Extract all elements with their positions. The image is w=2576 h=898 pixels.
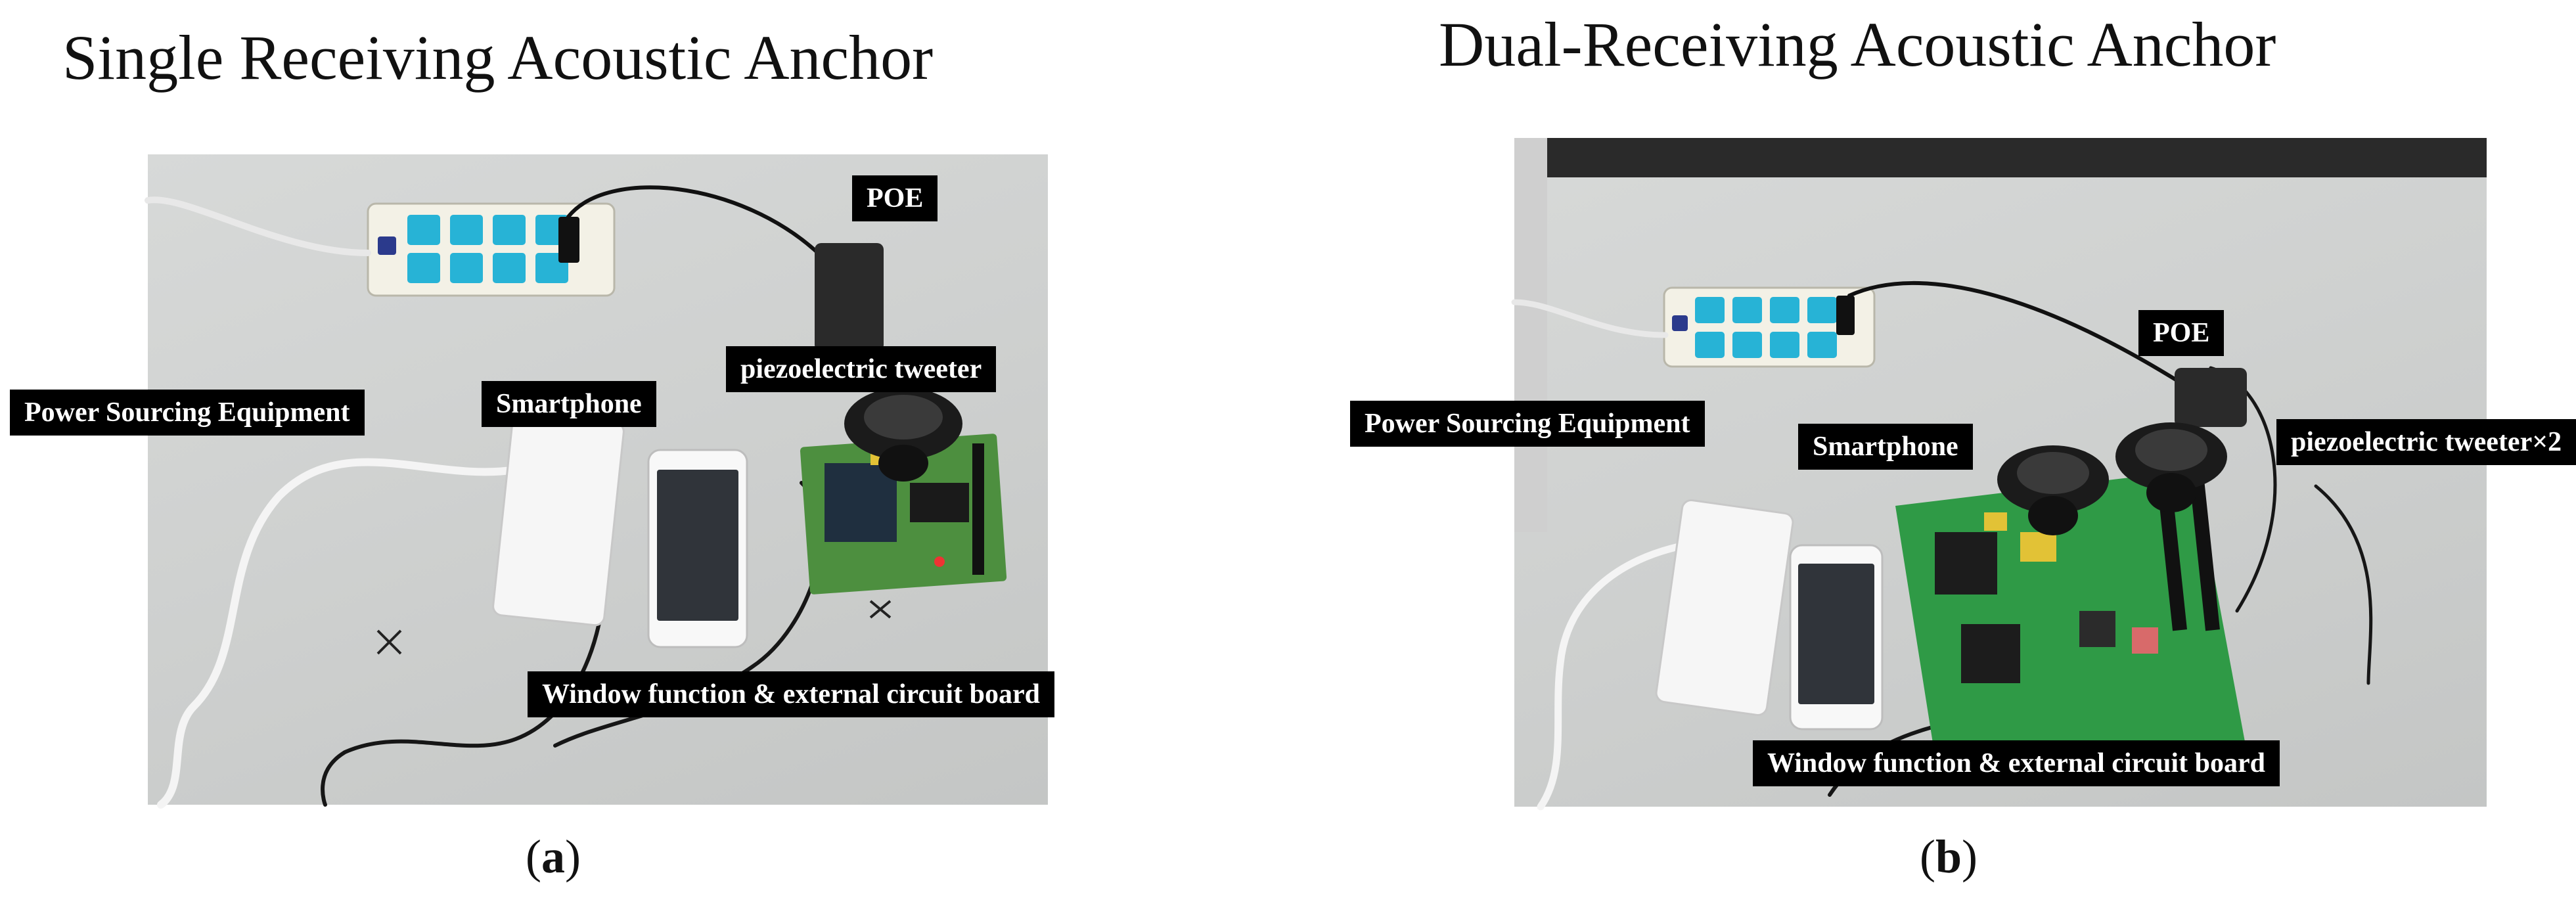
label-tweeter-a: piezoelectric tweeter: [726, 346, 997, 392]
panel-b-caption-letter: b: [1935, 830, 1962, 883]
panel-a-caption: (a): [526, 830, 581, 883]
circuit-board-a: [800, 434, 1007, 595]
smartphone-b: [1789, 544, 1884, 730]
panel-b-scene: [1511, 138, 2487, 811]
panel-a-scene: [145, 185, 1007, 809]
label-poe-b: POE: [2138, 310, 2225, 356]
panel-b-photo: POE piezoelectric tweeter×2 Power Sourci…: [1350, 138, 2576, 811]
panel-a-title: Single Receiving Acoustic Anchor: [62, 22, 934, 93]
label-board-a: Window function & external circuit board: [528, 671, 1054, 717]
panel-a-photo: POE piezoelectric tweeter Power Sourcing…: [10, 154, 1054, 809]
tweeter-a: [844, 388, 962, 482]
panel-b-caption: (b): [1920, 830, 1978, 883]
cables-a: [145, 185, 882, 809]
label-power-b: Power Sourcing Equipment: [1350, 401, 1705, 447]
smartphone-a: [647, 449, 748, 648]
power-strip-a: [367, 202, 616, 297]
label-poe-a: POE: [852, 175, 938, 221]
floor-marks-a: [376, 600, 892, 655]
panel-b-title: Dual-Receiving Acoustic Anchor: [1439, 9, 2276, 79]
label-board-b: Window function & external circuit board: [1753, 740, 2280, 786]
tweeters-b: [1997, 422, 2227, 535]
power-bank-a: [492, 411, 625, 627]
label-power-a: Power Sourcing Equipment: [10, 390, 365, 436]
circuit-board-b: [1895, 470, 2247, 755]
label-tweeter-b: piezoelectric tweeter×2: [2276, 419, 2576, 465]
poe-adapter-b: [2175, 368, 2247, 427]
power-bank-b: [1655, 499, 1794, 717]
label-phone-b: Smartphone: [1798, 424, 1973, 470]
panel-a-caption-letter: a: [541, 830, 565, 883]
poe-adapter-a: [815, 243, 884, 351]
power-strip-b: [1663, 286, 1876, 368]
label-phone-a: Smartphone: [482, 381, 656, 427]
